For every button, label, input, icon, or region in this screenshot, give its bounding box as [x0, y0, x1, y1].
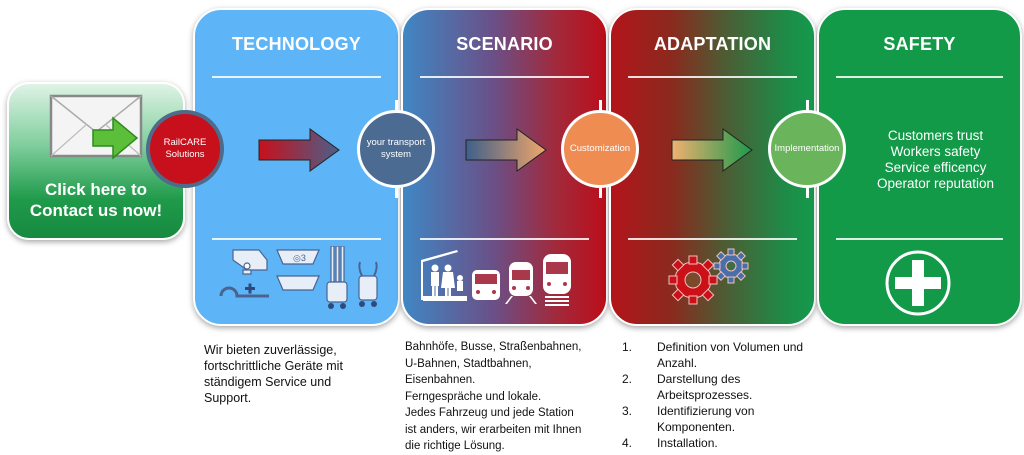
- connector-line: [599, 186, 602, 198]
- step-number: 3.: [622, 404, 633, 418]
- step-text: Installation.: [657, 436, 718, 450]
- connector-line: [599, 100, 602, 112]
- step-text: Darstellung des: [657, 372, 741, 386]
- connector-line: [806, 100, 809, 112]
- divider: [420, 238, 589, 240]
- contact-label-line: Click here to: [44, 180, 148, 199]
- safety-item: Customers trust: [887, 128, 984, 143]
- divider: [628, 238, 797, 240]
- circle-label: Solutions: [165, 149, 205, 160]
- step-text: Komponenten.: [657, 420, 736, 434]
- step-text: Identifizierung von: [657, 404, 755, 418]
- safety-item: Operator reputation: [876, 176, 995, 191]
- divider: [420, 76, 589, 78]
- safety-benefits-list: Customers trust Workers safety Service e…: [848, 128, 1023, 192]
- svg-text:◎3: ◎3: [293, 253, 306, 263]
- connector-line: [395, 186, 398, 198]
- scenario-description: Bahnhöfe, Busse, Straßenbahnen, U-Bahnen…: [405, 339, 605, 455]
- arrow-right-icon: [258, 128, 340, 172]
- description-line: Wir bieten zuverlässige,: [204, 343, 337, 357]
- description-line: fortschrittliche Geräte mit: [204, 359, 343, 373]
- divider: [212, 76, 381, 78]
- technology-description: Wir bieten zuverlässige, fortschrittlich…: [204, 342, 404, 406]
- circle-label: Implementation: [774, 142, 840, 154]
- description-line: Support.: [204, 391, 252, 405]
- first-aid-cross-icon: [885, 250, 951, 316]
- description-line: die richtige Lösung.: [405, 440, 505, 452]
- divider: [628, 76, 797, 78]
- envelope-arrow-icon: [49, 94, 143, 160]
- description-line: Ferngespräche und lokale.: [405, 390, 542, 403]
- contact-label-line: Contact us now!: [29, 201, 163, 220]
- divider: [836, 238, 1003, 240]
- circle-label: RailCARE: [163, 136, 207, 148]
- description-line: ist anders, wir erarbeiten mit Ihnen: [405, 423, 582, 436]
- panel-title-technology: TECHNOLOGY: [231, 34, 361, 54]
- step-text: Arbeitsprozesses.: [657, 388, 753, 402]
- safety-panel: SAFETY: [817, 8, 1022, 326]
- safety-item: Service efficency: [884, 160, 987, 175]
- circle-label: your transport: [366, 136, 426, 148]
- divider: [212, 238, 381, 240]
- implementation-circle: Implementation: [768, 110, 846, 188]
- description-line: Jedes Fahrzeug und jede Station: [405, 407, 574, 419]
- arrow-right-icon: [671, 128, 753, 172]
- connector-line: [806, 186, 809, 198]
- connector-line: [395, 100, 398, 112]
- description-line: U-Bahnen, Stadtbahnen,: [405, 357, 532, 370]
- transport-vehicles-icon: [421, 250, 571, 306]
- panel-title-safety: SAFETY: [883, 34, 956, 54]
- circle-label: system: [380, 149, 412, 160]
- step-text: Definition von Volumen und: [657, 340, 804, 354]
- arrow-right-icon: [465, 128, 547, 172]
- divider: [836, 76, 1003, 78]
- step-number: 1.: [622, 340, 633, 354]
- scenario-panel: SCENARIO: [401, 8, 608, 326]
- list-item: 4. Installation.: [622, 435, 842, 451]
- gears-icon: [668, 248, 749, 305]
- step-number: 2.: [622, 372, 633, 386]
- panel-title-adaptation: ADAPTATION: [653, 34, 772, 54]
- description-line: ständigem Service und: [204, 375, 332, 389]
- cleaning-equipment-icon: ◎3: [219, 246, 378, 309]
- circle-label: Customization: [569, 142, 631, 154]
- customization-circle: Customization: [561, 110, 639, 188]
- step-number: 4.: [622, 436, 633, 450]
- safety-item: Workers safety: [890, 144, 981, 159]
- contact-us-label: Click here to Contact us now!: [9, 179, 183, 221]
- description-line: Eisenbahnen.: [405, 374, 476, 386]
- step-text: Anzahl.: [657, 356, 698, 370]
- description-line: Bahnhöfe, Busse, Straßenbahnen,: [405, 341, 582, 353]
- panel-title-scenario: SCENARIO: [456, 34, 553, 54]
